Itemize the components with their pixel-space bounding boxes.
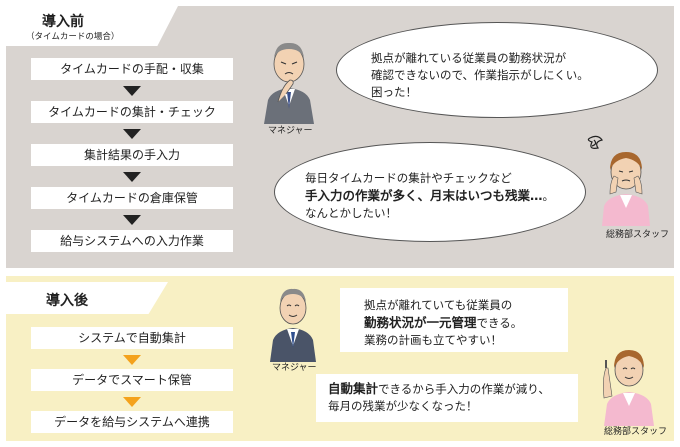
before-step: タイムカードの集計・チェック [31, 101, 233, 123]
speech-text: できるから手入力の作業が減り、 [378, 382, 550, 396]
speech-bold-text: 自動集計 [328, 381, 379, 396]
before-subtitle: （タイムカードの場合） [26, 32, 120, 42]
before-step: タイムカードの倉庫保管 [31, 187, 233, 209]
speech-line: 毎日タイムカードの集計やチェックなど [305, 171, 512, 185]
speech-line: 拠点が離れていても従業員の [364, 298, 513, 312]
speech-text: 。 [542, 189, 555, 203]
after-panel: 導入後 システムで自動集計 データでスマート保管 データを給与システムへ連携 マ… [6, 276, 674, 441]
down-arrow-icon [123, 172, 141, 182]
before-staff-caption: 総務部スタッフ [606, 230, 670, 240]
staff-stressed-illustration [587, 135, 650, 226]
down-arrow-icon [123, 86, 141, 96]
speech-line: なんとかしたい！ [305, 206, 397, 220]
before-step: タイムカードの手配・収集 [31, 58, 233, 80]
after-staff-caption: 総務部スタッフ [604, 427, 668, 437]
manager-troubled-illustration [264, 42, 314, 124]
down-arrow-icon [123, 215, 141, 225]
speech-bold-text: 勤務状況が一元管理 [364, 315, 477, 330]
after-manager-caption: マネジャー [272, 363, 317, 373]
after-title-tag: 導入後 [6, 282, 168, 314]
after-step: データでスマート保管 [31, 369, 233, 391]
speech-text: できる。 [476, 316, 523, 330]
after-manager-speech-box: 拠点が離れていても従業員の 勤務状況が一元管理できる。 業務の計画も立てやすい！ [340, 288, 568, 352]
speech-line: 拠点が離れている従業員の勤務状況が [371, 51, 567, 65]
speech-bold-text: 手入力の作業が多く、月末はいつも残業… [305, 188, 543, 203]
before-step: 集計結果の手入力 [31, 144, 233, 166]
speech-line: 確認できないので、作業指示がしにくい。 [371, 68, 589, 82]
manager-happy-illustration [270, 288, 316, 362]
down-arrow-icon [123, 129, 141, 139]
after-staff-speech-box: 自動集計できるから手入力の作業が減り、 毎月の残業が少なくなった！ [316, 374, 578, 422]
before-step: 給与システムへの入力作業 [31, 230, 233, 252]
before-manager-caption: マネジャー [268, 126, 313, 136]
before-staff-speech-bubble: 毎日タイムカードの集計やチェックなど 手入力の作業が多く、月末はいつも残業…。 … [274, 142, 586, 242]
after-step: システムで自動集計 [31, 327, 233, 349]
before-panel: 導入前 （タイムカードの場合） タイムカードの手配・収集 タイムカードの集計・チ… [6, 6, 674, 268]
down-arrow-icon [123, 355, 141, 365]
before-title-tag: 導入前 （タイムカードの場合） [6, 6, 178, 46]
down-arrow-icon [123, 397, 141, 407]
before-title: 導入前 [42, 14, 84, 30]
speech-line: 困った！ [371, 85, 417, 99]
after-step: データを給与システムへ連携 [31, 411, 233, 433]
speech-line: 業務の計画も立てやすい！ [364, 333, 502, 347]
speech-line: 毎月の残業が少なくなった！ [328, 399, 478, 413]
after-title: 導入後 [46, 293, 88, 309]
staff-happy-illustration [603, 350, 654, 426]
before-manager-speech-bubble: 拠点が離れている従業員の勤務状況が 確認できないので、作業指示がしにくい。 困っ… [336, 22, 658, 118]
